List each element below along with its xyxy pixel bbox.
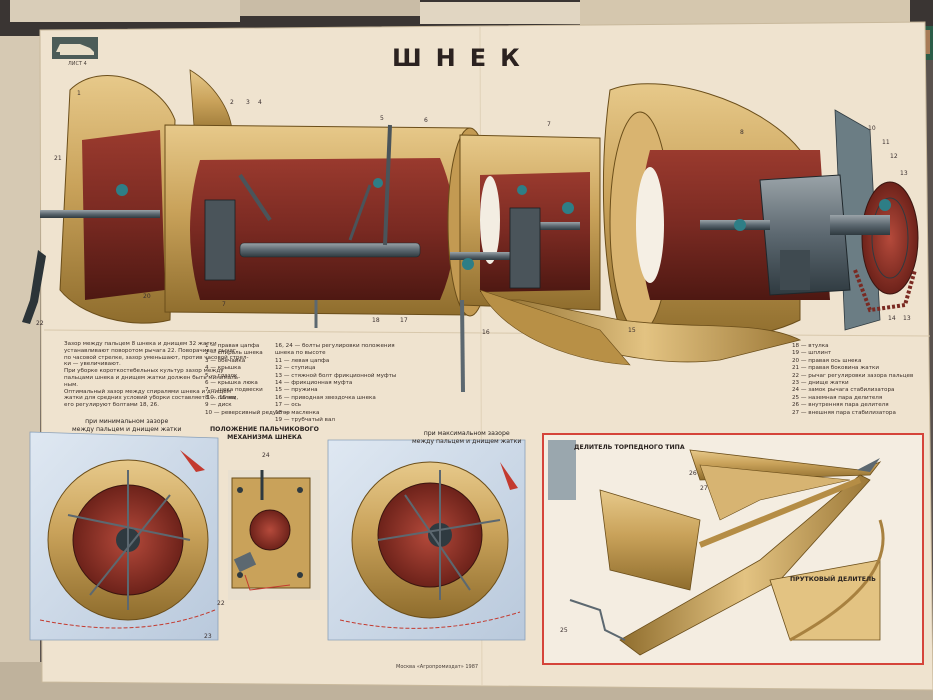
leg2-line: 17 — ось — [275, 402, 302, 409]
leg3-line: 26 — внутренняя пара делителя — [792, 402, 889, 409]
caption-line: между пальцем и днищем жатки — [72, 425, 182, 433]
svg-text:17: 17 — [400, 317, 408, 324]
leg1-line: 2 — спираль шнека — [205, 350, 263, 357]
intro-line: Зазор между пальцем 8 шнека и днищем 32 … — [64, 341, 217, 347]
svg-text:13: 13 — [903, 315, 911, 322]
svg-text:22: 22 — [36, 320, 44, 327]
svg-text:21: 21 — [54, 155, 62, 162]
callout-22: 22 — [217, 600, 225, 607]
svg-text:5: 5 — [380, 115, 384, 122]
caption-line: при минимальном зазоре — [85, 418, 169, 425]
leg2-line: 15 — пружина — [275, 387, 318, 394]
svg-text:11: 11 — [882, 139, 890, 146]
sheet-label: ЛИСТ 4 — [68, 61, 87, 67]
intro-line: его регулируют болтами 18, 26. — [64, 402, 159, 409]
intro-line: Оптимальный зазор между спиралями шнека … — [64, 388, 231, 395]
panel-min-gap — [29, 431, 219, 641]
callout-26: 26 — [689, 470, 697, 477]
svg-text:16: 16 — [482, 329, 490, 336]
panel-center-caption: ПОЛОЖЕНИЕ ПАЛЬЧИКОВОГО МЕХАНИЗМА ШНЕКА — [210, 426, 319, 441]
panel-max-gap — [327, 439, 526, 641]
svg-text:7: 7 — [547, 121, 551, 128]
svg-text:10: 10 — [868, 125, 876, 132]
leg3-line: 23 — днище жатки — [792, 380, 849, 387]
intro-line: по часовой стрелке, зазор уменьшают, про… — [64, 354, 249, 361]
leg2-line: 12 — ступица — [275, 365, 316, 372]
svg-text:4: 4 — [258, 99, 262, 106]
caption-line: ПОЛОЖЕНИЕ ПАЛЬЧИКОВОГО — [210, 426, 319, 433]
svg-text:15: 15 — [628, 327, 636, 334]
leg3-line: 20 — правая ось шнека — [792, 357, 862, 364]
poster-title: ШНЕК — [392, 44, 534, 72]
panel-finger-mechanism — [228, 470, 320, 600]
leg1-line: 7 — щека подвески — [205, 387, 263, 394]
rod-divider-label: ПРУТКОВЫЙ ДЕЛИТЕЛЬ — [790, 576, 876, 583]
callout-24: 24 — [262, 452, 270, 459]
svg-text:3: 3 — [246, 99, 250, 106]
intro-line: жатки для средних условий уборки составл… — [64, 395, 239, 402]
caption-line: между пальцем и днищем жатки — [412, 437, 522, 445]
leg1-line: 8 — палец — [205, 394, 236, 401]
leg2-line: 16 — приводная звездочка шнека — [275, 394, 376, 401]
panel-left-caption: при минимальном зазоре между пальцем и д… — [72, 418, 181, 433]
svg-text:12: 12 — [890, 153, 898, 160]
leg3-line: 27 — внешняя пара стабилизатора — [792, 409, 896, 416]
leg2-line: 19 — трубчатый вал — [275, 417, 335, 424]
leg3-line: 19 — шплинт — [792, 350, 832, 357]
leg2-line: 18 — масленка — [275, 409, 320, 416]
svg-text:6: 6 — [424, 117, 428, 124]
intro-text: Зазор между пальцем 8 шнека и днищем 32 … — [64, 341, 269, 409]
leg1-line: 9 — диск — [205, 402, 232, 409]
svg-text:8: 8 — [740, 129, 744, 136]
svg-text:7: 7 — [222, 301, 226, 308]
leg3-line: 21 — правая боковина жатки — [792, 365, 879, 372]
svg-text:13: 13 — [900, 170, 908, 177]
callout-25: 25 — [560, 627, 568, 634]
footer-publisher: Москва «Агропромиздат» 1987 — [396, 664, 479, 670]
leg3-line: 22 — рычаг регулировки зазора пальцев — [792, 372, 914, 379]
auger-assembly-illustration — [22, 69, 919, 393]
callout-27: 27 — [700, 485, 708, 492]
leg3-line: 25 — наземная пара делителя — [792, 394, 883, 401]
svg-text:1: 1 — [77, 90, 81, 97]
leg1-line: 6 — крышка люка — [205, 380, 258, 387]
leg2-line: 13 — стяжной болт фрикционной муфты — [275, 372, 397, 379]
intro-line: ным. — [64, 381, 79, 388]
leg3-line: 24 — замок рычага стабилизатора — [792, 387, 895, 394]
intro-line: ки — увеличивают. — [64, 361, 121, 368]
svg-text:2: 2 — [230, 99, 234, 106]
callout-23: 23 — [204, 633, 212, 640]
leg2-line: 11 — левая цапфа — [275, 357, 330, 364]
divider-title: ДЕЛИТЕЛЬ ТОРПЕДНОГО ТИПА — [574, 444, 685, 451]
leg2-line: шнека по высоте — [275, 350, 326, 357]
leg2-line: 14 — фрикционная муфта — [275, 380, 353, 387]
leg1-line: 1 — правая цапфа — [205, 343, 260, 349]
svg-text:18: 18 — [372, 317, 380, 324]
leg1-line: 4 — крышка — [205, 365, 241, 372]
intro-line: устанавливают поворотом рычага 22. Повор… — [64, 347, 236, 354]
panel-dividers — [542, 433, 924, 665]
leg1-line: 5 — глазок — [205, 372, 238, 379]
leg1-line: 10 — реверсивный редуктор — [205, 409, 290, 416]
leg3-line: 18 — втулка — [792, 343, 829, 349]
intro-line: При уборке короткостебельных культур заз… — [64, 368, 224, 375]
leg1-line: 3 — обечайка — [205, 357, 246, 364]
leg2-line: 16, 24 — болты регулировки положения — [275, 343, 395, 349]
intro-line: пальцами шнека и днищем жатки должен быт… — [64, 374, 241, 381]
svg-text:14: 14 — [888, 315, 896, 322]
publisher-logo — [52, 37, 98, 59]
panel-right-caption: при максимальном зазоре между пальцем и … — [412, 430, 521, 445]
caption-line: МЕХАНИЗМА ШНЕКА — [227, 433, 302, 441]
svg-text:20: 20 — [143, 293, 151, 300]
caption-line: при максимальном зазоре — [423, 430, 510, 437]
